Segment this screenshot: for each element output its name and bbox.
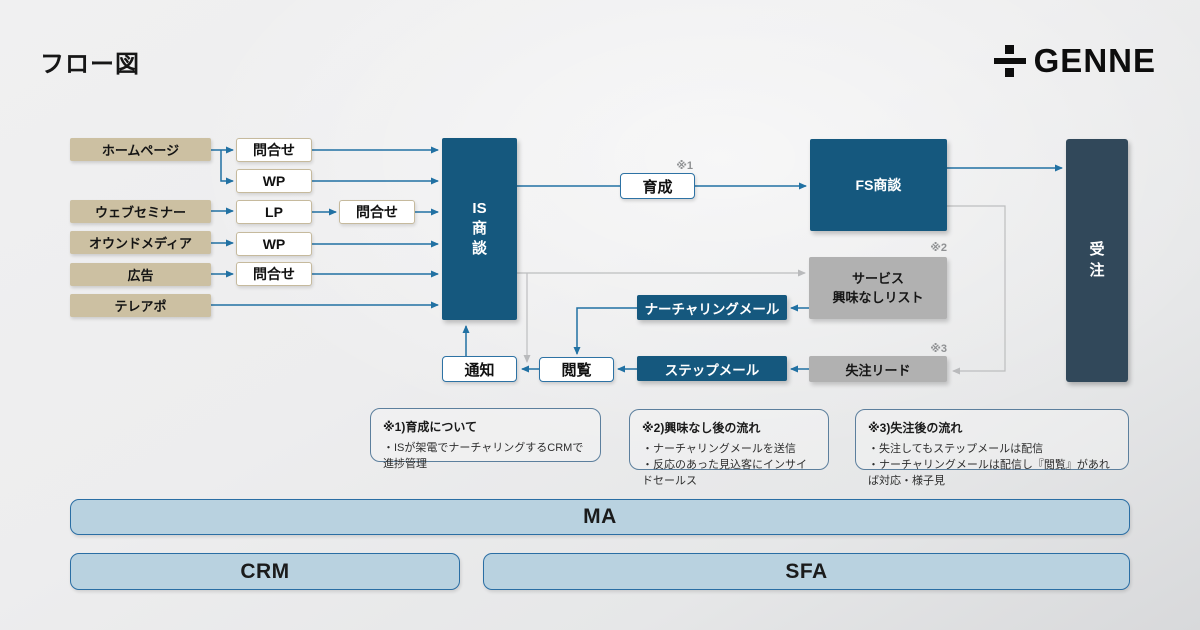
note-2-title: ※2)興味なし後の流れ — [642, 421, 761, 435]
note-ref-1: ※1 — [676, 160, 693, 172]
note-3-bullet-2: ・ナーチャリングメールは配信し『閲覧』があれば対応・様子見 — [868, 458, 1110, 487]
node-nurturing-mail: ナーチャリングメール — [637, 295, 787, 320]
node-wp-2: WP — [236, 232, 312, 256]
node-step-mail: ステップメール — [637, 356, 787, 381]
node-homepage: ホームページ — [70, 138, 211, 161]
node-lost-lead: 失注リード — [809, 356, 947, 382]
node-order: 受 注 — [1066, 139, 1128, 382]
node-lp: LP — [236, 200, 312, 224]
node-wp-1: WP — [236, 169, 312, 193]
note-3-bullet-1: ・失注してもステップメールは配信 — [868, 443, 1044, 455]
brand-name: GENNE — [1033, 42, 1156, 79]
division-sign-icon — [993, 45, 1026, 77]
node-no-interest-list: サービス 興味なしリスト — [809, 257, 947, 319]
system-bar-ma: MA — [70, 499, 1130, 535]
node-ads: 広告 — [70, 263, 211, 286]
node-inquiry-2: 問合せ — [236, 262, 312, 286]
note-1-bullet: ・ISが架電でナーチャリングするCRMで進捗管理 — [383, 442, 584, 470]
node-owned-media: オウンドメディア — [70, 231, 211, 254]
note-2: ※2)興味なし後の流れ ・ナーチャリングメールを送信 ・反応のあった見込客にイン… — [629, 409, 829, 487]
note-2-bullet-1: ・ナーチャリングメールを送信 — [642, 443, 796, 455]
node-inquiry-3: 問合せ — [339, 200, 415, 224]
node-tele-appointment: テレアポ — [70, 294, 211, 317]
system-bar-crm: CRM — [70, 553, 460, 590]
note-ref-2: ※2 — [930, 242, 947, 254]
node-is-meeting: IS 商 談 — [442, 138, 517, 320]
note-3: ※3)失注後の流れ ・失注してもステップメールは配信 ・ナーチャリングメールは配… — [855, 409, 1129, 487]
note-3-title: ※3)失注後の流れ — [868, 421, 963, 435]
note-2-bullet-2: ・反応のあった見込客にインサイドセールス — [642, 458, 807, 487]
system-bar-sfa: SFA — [483, 553, 1130, 590]
node-inquiry-1: 問合せ — [236, 138, 312, 162]
note-1: ※1)育成について ・ISが架電でナーチャリングするCRMで進捗管理 — [370, 408, 601, 470]
node-fs-meeting: FS商談 — [810, 139, 947, 231]
node-view: 閲覧 — [539, 357, 614, 382]
page-title: フロー図 — [40, 51, 140, 78]
note-1-title: ※1)育成について — [383, 420, 477, 434]
node-web-seminar: ウェブセミナー — [70, 200, 211, 223]
note-ref-3: ※3 — [930, 343, 947, 355]
brand-logo: GENNE — [993, 42, 1156, 80]
node-notify: 通知 — [442, 356, 517, 382]
node-nurture: 育成 — [620, 173, 695, 199]
